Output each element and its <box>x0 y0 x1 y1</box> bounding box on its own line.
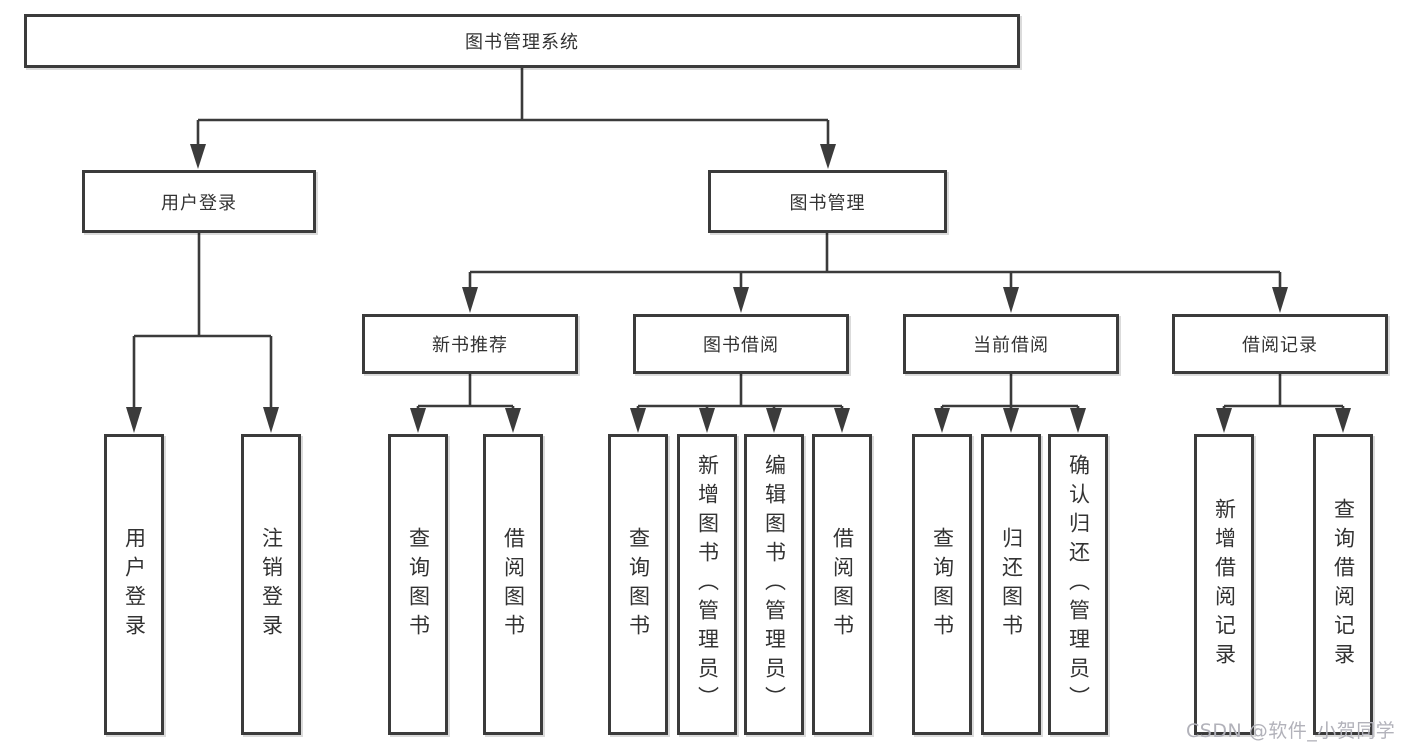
leaf-user-login: 用户登录 <box>104 434 164 735</box>
node-root-system: 图书管理系统 <box>24 14 1020 68</box>
node-book-borrowing: 图书借阅 <box>633 314 849 374</box>
leaf-recommend-query-books: 查询图书 <box>388 434 448 735</box>
leaf-borrowing-query-books: 查询图书 <box>608 434 668 735</box>
leaf-recommend-borrow-books: 借阅图书 <box>483 434 543 735</box>
node-user-login: 用户登录 <box>82 170 316 233</box>
leaf-records-add-record: 新增借阅记录 <box>1194 434 1254 735</box>
leaf-current-confirm-return: 确认归还（管理员） <box>1048 434 1108 735</box>
leaf-records-query-record: 查询借阅记录 <box>1313 434 1373 735</box>
node-new-book-recommend: 新书推荐 <box>362 314 578 374</box>
leaf-logout: 注销登录 <box>241 434 301 735</box>
node-current-borrowing: 当前借阅 <box>903 314 1119 374</box>
leaf-current-return-books: 归还图书 <box>981 434 1041 735</box>
node-borrowing-records: 借阅记录 <box>1172 314 1388 374</box>
node-book-management: 图书管理 <box>708 170 947 233</box>
leaf-borrowing-add-books: 新增图书（管理员） <box>677 434 737 735</box>
leaf-borrowing-edit-books: 编辑图书（管理员） <box>744 434 804 735</box>
leaf-borrowing-borrow-books: 借阅图书 <box>812 434 872 735</box>
csdn-watermark: CSDN @软件_小贺同学 <box>1186 720 1396 742</box>
leaf-current-query-books: 查询图书 <box>912 434 972 735</box>
